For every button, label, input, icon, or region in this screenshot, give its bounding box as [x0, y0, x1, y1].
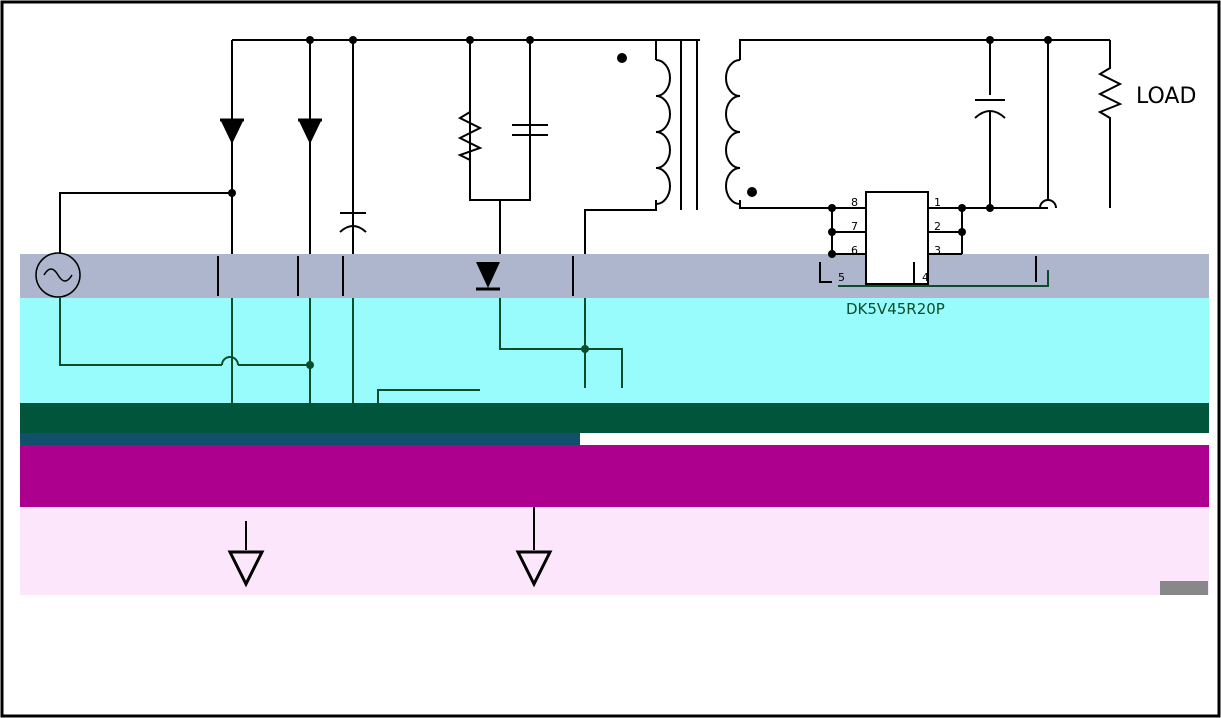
- ic-pin-2: 2: [934, 220, 941, 233]
- ic-pin-1: 1: [934, 196, 941, 209]
- transformer-primary-icon: [655, 59, 671, 205]
- junction: [958, 228, 966, 236]
- load-resistor-icon: [1097, 40, 1123, 208]
- ground-2-icon: [515, 550, 553, 588]
- ic-pin-3: 3: [934, 244, 941, 257]
- wire-primary-top: [530, 39, 657, 60]
- ac-wave-icon: [43, 268, 73, 282]
- junction: [958, 204, 966, 212]
- cap-out-curve: [974, 110, 1006, 119]
- transformer-secondary-icon: [725, 59, 741, 205]
- load-label: LOAD: [1136, 84, 1196, 109]
- junction: [828, 250, 836, 258]
- cap-c1-curve: [339, 225, 367, 233]
- band-ic-wire: [819, 262, 832, 283]
- junction: [986, 36, 994, 44]
- cyan-wire-fb: [499, 298, 623, 388]
- diode-d2-icon: [298, 119, 322, 144]
- primary-dot: [617, 53, 627, 63]
- ic-part-number: DK5V45R20P: [846, 300, 945, 318]
- diode-d3-icon: [476, 262, 500, 288]
- ac-source-icon: [35, 252, 81, 298]
- ic-chip: [865, 191, 929, 285]
- ground-1-icon: [227, 550, 265, 588]
- ic-pin-7: 7: [851, 220, 858, 233]
- band-grey-chip: [1160, 581, 1208, 595]
- band-grey: [20, 254, 1209, 298]
- band-dark-green: [20, 403, 1209, 433]
- band-blue-strip: [20, 433, 580, 447]
- cyan-wire-low: [377, 389, 480, 403]
- junction: [581, 345, 589, 353]
- cyan-crossover: [221, 356, 239, 366]
- junction: [828, 228, 836, 236]
- wire-ac-top: [59, 192, 232, 254]
- cyan-wire-ac: [59, 298, 222, 366]
- cyan-ic-wire: [838, 270, 1049, 287]
- junction: [526, 36, 534, 44]
- wire-crossover: [1039, 199, 1057, 209]
- ic-pin-8: 8: [851, 196, 858, 209]
- band-cyan: [20, 298, 1209, 403]
- ic-pin-4: 4: [922, 271, 929, 284]
- diode-d1-icon: [220, 119, 244, 144]
- junction: [986, 204, 994, 212]
- ic-pin-6: 6: [851, 244, 858, 257]
- ic-pin-5: 5: [838, 271, 845, 284]
- junction: [466, 36, 474, 44]
- band-pink: [20, 507, 1209, 595]
- junction: [828, 204, 836, 212]
- secondary-dot: [747, 187, 757, 197]
- junction: [306, 36, 314, 44]
- secondary-bottom: [739, 200, 866, 209]
- resistor-snubber-icon: [457, 100, 483, 170]
- junction: [349, 36, 357, 44]
